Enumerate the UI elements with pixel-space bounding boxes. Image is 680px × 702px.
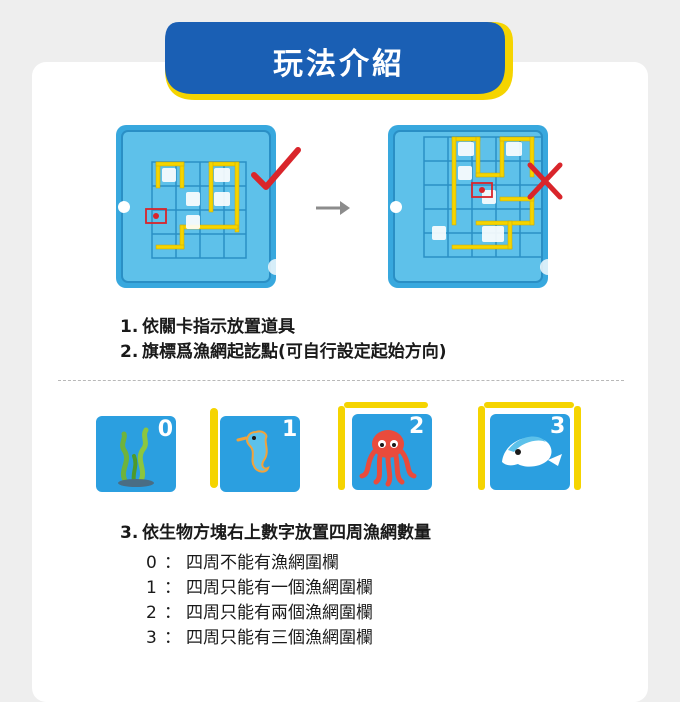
step-1: 1.依關卡指示放置道具: [120, 317, 295, 337]
tile-seahorse: 1: [210, 408, 300, 498]
example-board-wrong: [388, 125, 563, 288]
step-3: 3.依生物方塊右上數字放置四周漁網數量: [120, 523, 431, 543]
rule-0: 0：四周不能有漁網圍欄: [146, 553, 339, 573]
tile-octopus: 2: [338, 402, 432, 498]
seaweed-icon: [96, 416, 176, 492]
rule-2: 2：四周只能有兩個漁網圍欄: [146, 603, 373, 623]
title-banner: 玩法介紹: [165, 22, 513, 100]
step-2: 2.旗標爲漁網起訖點(可自行設定起始方向): [120, 342, 447, 362]
rule-3: 3：四周只能有三個漁網圍欄: [146, 628, 373, 648]
octopus-icon: [338, 402, 432, 490]
example-board-correct: [116, 125, 301, 288]
arrow-right-icon: [316, 201, 350, 215]
seahorse-icon: [210, 408, 300, 492]
tile-seaweed: 0: [96, 416, 176, 496]
page-title: 玩法介紹: [273, 47, 405, 82]
section-divider: [58, 380, 624, 381]
rule-1: 1：四周只能有一個漁網圍欄: [146, 578, 373, 598]
dolphin-icon: [478, 402, 581, 490]
tile-dolphin: 3: [478, 402, 582, 498]
